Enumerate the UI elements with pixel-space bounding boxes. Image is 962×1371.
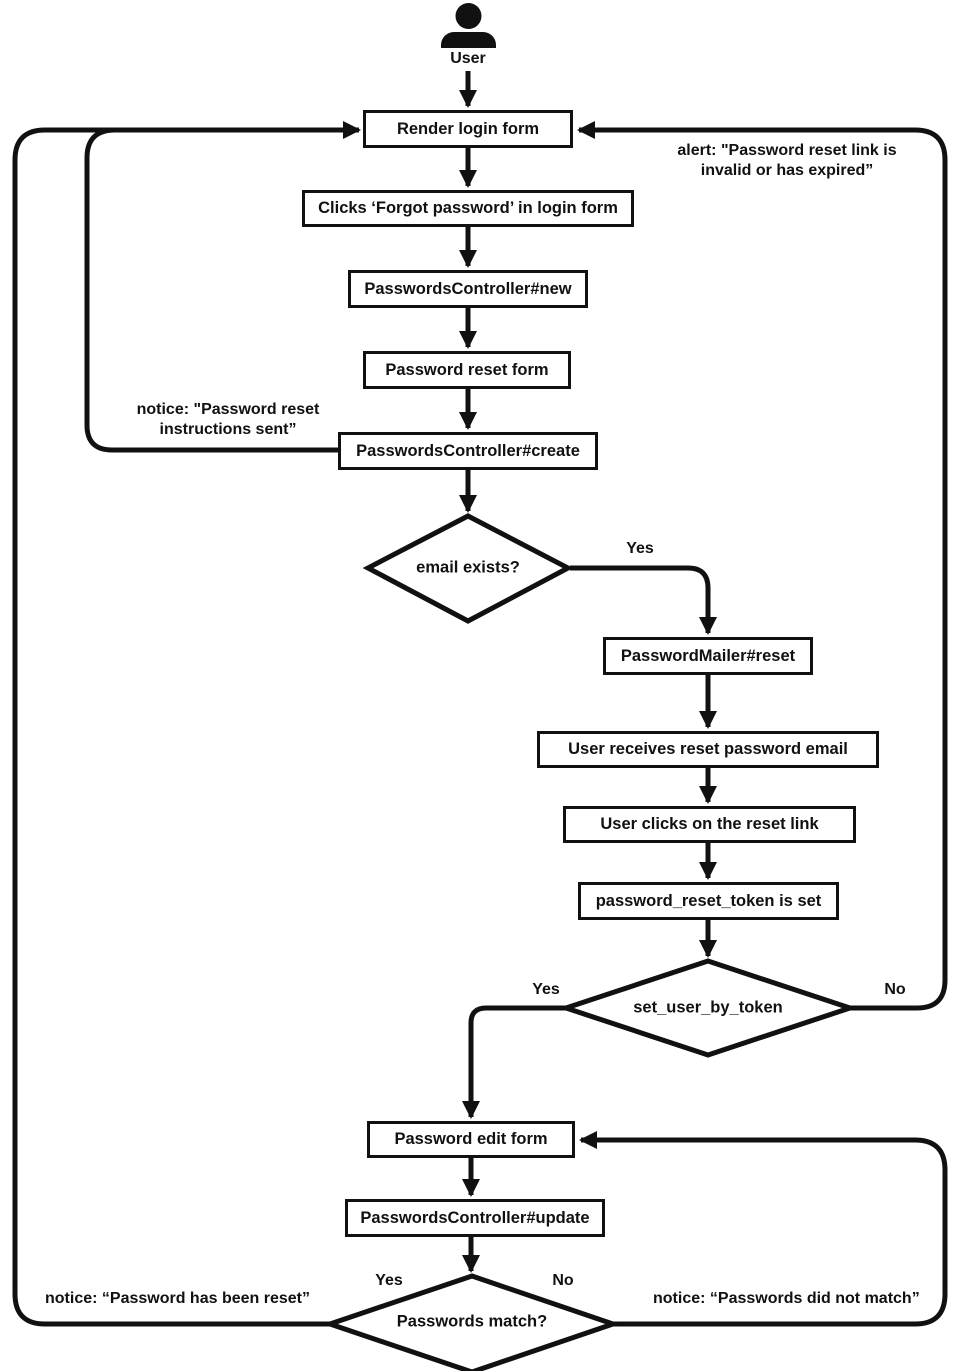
- node-passwords-controller-new: PasswordsController#new: [348, 270, 588, 308]
- decision-email-exists-label: email exists?: [416, 558, 520, 577]
- node-render-login-form: Render login form: [363, 110, 573, 148]
- branch-match-no: No: [552, 1272, 574, 1289]
- edge-create-notice-to-login: [84, 127, 338, 453]
- annotation-notice-instructions-sent: notice: "Password reset instructions sen…: [136, 401, 320, 438]
- branch-match-yes: Yes: [375, 1272, 403, 1289]
- branch-set-user-no: No: [884, 981, 906, 998]
- actor-label: User: [450, 50, 486, 67]
- decision-set-user-by-token-shape: [558, 958, 858, 1058]
- annotation-notice-password-reset: notice: “Password has been reset”: [45, 1290, 310, 1307]
- edge-match-no-to-editform: [579, 1131, 948, 1327]
- node-password-mailer-reset: PasswordMailer#reset: [603, 637, 813, 675]
- edge-match-yes-to-login: [12, 121, 361, 1327]
- decision-passwords-match-label: Passwords match?: [396, 1312, 548, 1331]
- branch-email-exists-yes: Yes: [626, 540, 654, 557]
- branch-set-user-yes: Yes: [532, 981, 560, 998]
- decision-passwords-match-shape: [322, 1273, 621, 1371]
- node-password-edit-form: Password edit form: [367, 1121, 575, 1158]
- node-user-receives-email: User receives reset password email: [537, 731, 879, 768]
- node-passwords-controller-update: PasswordsController#update: [345, 1199, 605, 1237]
- node-password-reset-form: Password reset form: [363, 351, 571, 389]
- edge-setuser-yes-to-editform: [462, 1005, 566, 1119]
- decision-set-user-by-token-label: set_user_by_token: [633, 998, 783, 1017]
- node-clicks-forgot-password: Clicks ‘Forgot password’ in login form: [302, 190, 634, 227]
- node-passwords-controller-create: PasswordsController#create: [338, 432, 598, 470]
- decision-email-exists-shape: [362, 513, 574, 624]
- edge-setuser-no-to-login: [577, 121, 948, 1011]
- node-user-clicks-reset-link: User clicks on the reset link: [563, 806, 856, 843]
- edge-emailexists-yes-to-mailer: [570, 565, 717, 635]
- annotation-notice-did-not-match: notice: “Passwords did not match”: [653, 1290, 920, 1307]
- node-password-reset-token-set: password_reset_token is set: [578, 882, 839, 920]
- user-icon: [440, 2, 497, 53]
- annotation-alert-invalid-link: alert: "Password reset link is invalid o…: [677, 142, 897, 179]
